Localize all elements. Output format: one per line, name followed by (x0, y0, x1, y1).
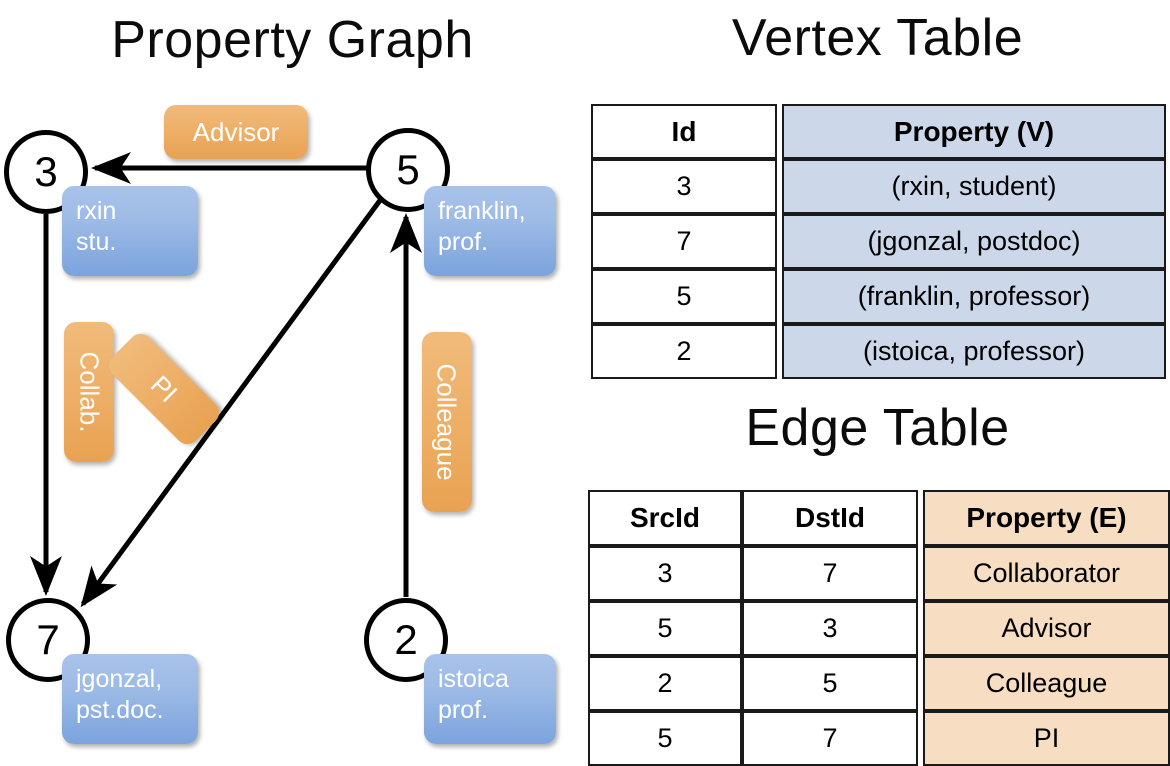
edge-row-3-dstid: 7 (742, 711, 918, 766)
vertex-property-box-3-line2: stu. (76, 228, 117, 256)
vertex-table: Id Property (V) 3 (rxin, student) 7 (jgo… (591, 104, 1166, 379)
vertex-table-header-id: Id (591, 104, 777, 159)
vertex-property-box-2: istoica prof. (424, 654, 556, 744)
vertex-property-box-3: rxin stu. (62, 186, 198, 276)
edge-label-advisor: Advisor (164, 105, 308, 159)
edge-table-header-property: Property (E) (923, 490, 1170, 546)
edge-row-0-property: Collaborator (923, 546, 1170, 601)
edge-label-colleague-text: Colleague (432, 363, 462, 481)
table-row[interactable]: 2 5 Colleague (588, 656, 1170, 711)
graph-node-5[interactable]: 5 (366, 128, 450, 212)
vertex-row-3-property: (istoica, professor) (782, 324, 1166, 379)
edge-table-header-dstid: DstId (742, 490, 918, 546)
edge-row-1-srcid: 5 (588, 601, 742, 656)
vertex-row-2-id: 5 (591, 269, 777, 324)
vertex-property-box-7-line1: jgonzal, (76, 665, 163, 693)
table-row[interactable]: 5 3 Advisor (588, 601, 1170, 656)
edge-row-2-property: Colleague (923, 656, 1170, 711)
vertex-property-box-3-line1: rxin (76, 197, 117, 225)
edge-row-0-srcid: 3 (588, 546, 742, 601)
page-title-property-graph: Property Graph (111, 11, 474, 69)
vertex-row-3-id: 2 (591, 324, 777, 379)
graph-edges-layer (30, 152, 422, 608)
edge-label-pi-text: PI (144, 369, 184, 409)
edge-label-advisor-text: Advisor (192, 117, 280, 147)
vertex-row-0-id: 3 (591, 159, 777, 214)
vertex-row-1-id: 7 (591, 214, 777, 269)
edge-label-collab: Collab. (64, 322, 114, 462)
edge-table: SrcId DstId Property (E) 3 7 Collaborato… (588, 490, 1170, 766)
edge-row-1-property: Advisor (923, 601, 1170, 656)
vertex-table-header-row: Id Property (V) (591, 104, 1166, 159)
page-title-vertex-table: Vertex Table (731, 9, 1024, 67)
vertex-property-box-5-line2: prof. (438, 228, 489, 256)
table-row[interactable]: 3 7 Collaborator (588, 546, 1170, 601)
edge-row-2-dstid: 5 (742, 656, 918, 711)
vertex-property-box-5-line1: franklin, (438, 197, 526, 225)
graph-node-7-label: 7 (36, 616, 60, 663)
edge-row-0-dstid: 7 (742, 546, 918, 601)
vertex-row-0-property: (rxin, student) (782, 159, 1166, 214)
table-row[interactable]: 5 7 PI (588, 711, 1170, 766)
edge-label-colleague: Colleague (422, 332, 472, 512)
vertex-property-box-2-line1: istoica (438, 665, 509, 693)
edge-row-2-srcid: 2 (588, 656, 742, 711)
table-row[interactable]: 5 (franklin, professor) (591, 269, 1166, 324)
table-row[interactable]: 7 (jgonzal, postdoc) (591, 214, 1166, 269)
vertex-property-box-2-line2: prof. (438, 696, 489, 724)
table-row[interactable]: 2 (istoica, professor) (591, 324, 1166, 379)
graph-node-2-label: 2 (394, 616, 418, 663)
edge-table-header-srcid: SrcId (588, 490, 742, 546)
vertex-row-2-property: (franklin, professor) (782, 269, 1166, 324)
graph-node-2[interactable]: 2 (364, 598, 448, 682)
vertex-table-header-property: Property (V) (782, 104, 1166, 159)
graph-node-5-label: 5 (396, 146, 420, 193)
table-row[interactable]: 3 (rxin, student) (591, 159, 1166, 214)
vertex-property-box-7: jgonzal, pst.doc. (62, 654, 198, 744)
edge-5-to-7 (80, 197, 384, 608)
edge-label-collab-text: Collab. (74, 351, 104, 433)
edge-row-3-property: PI (923, 711, 1170, 766)
edge-table-header-row: SrcId DstId Property (E) (588, 490, 1170, 546)
vertex-row-1-property: (jgonzal, postdoc) (782, 214, 1166, 269)
edge-row-1-dstid: 3 (742, 601, 918, 656)
graph-node-3-label: 3 (34, 148, 58, 195)
vertex-property-box-5: franklin, prof. (424, 186, 556, 276)
page-title-edge-table: Edge Table (745, 399, 1010, 457)
edge-row-3-srcid: 5 (588, 711, 742, 766)
vertex-property-box-7-line2: pst.doc. (76, 696, 164, 724)
